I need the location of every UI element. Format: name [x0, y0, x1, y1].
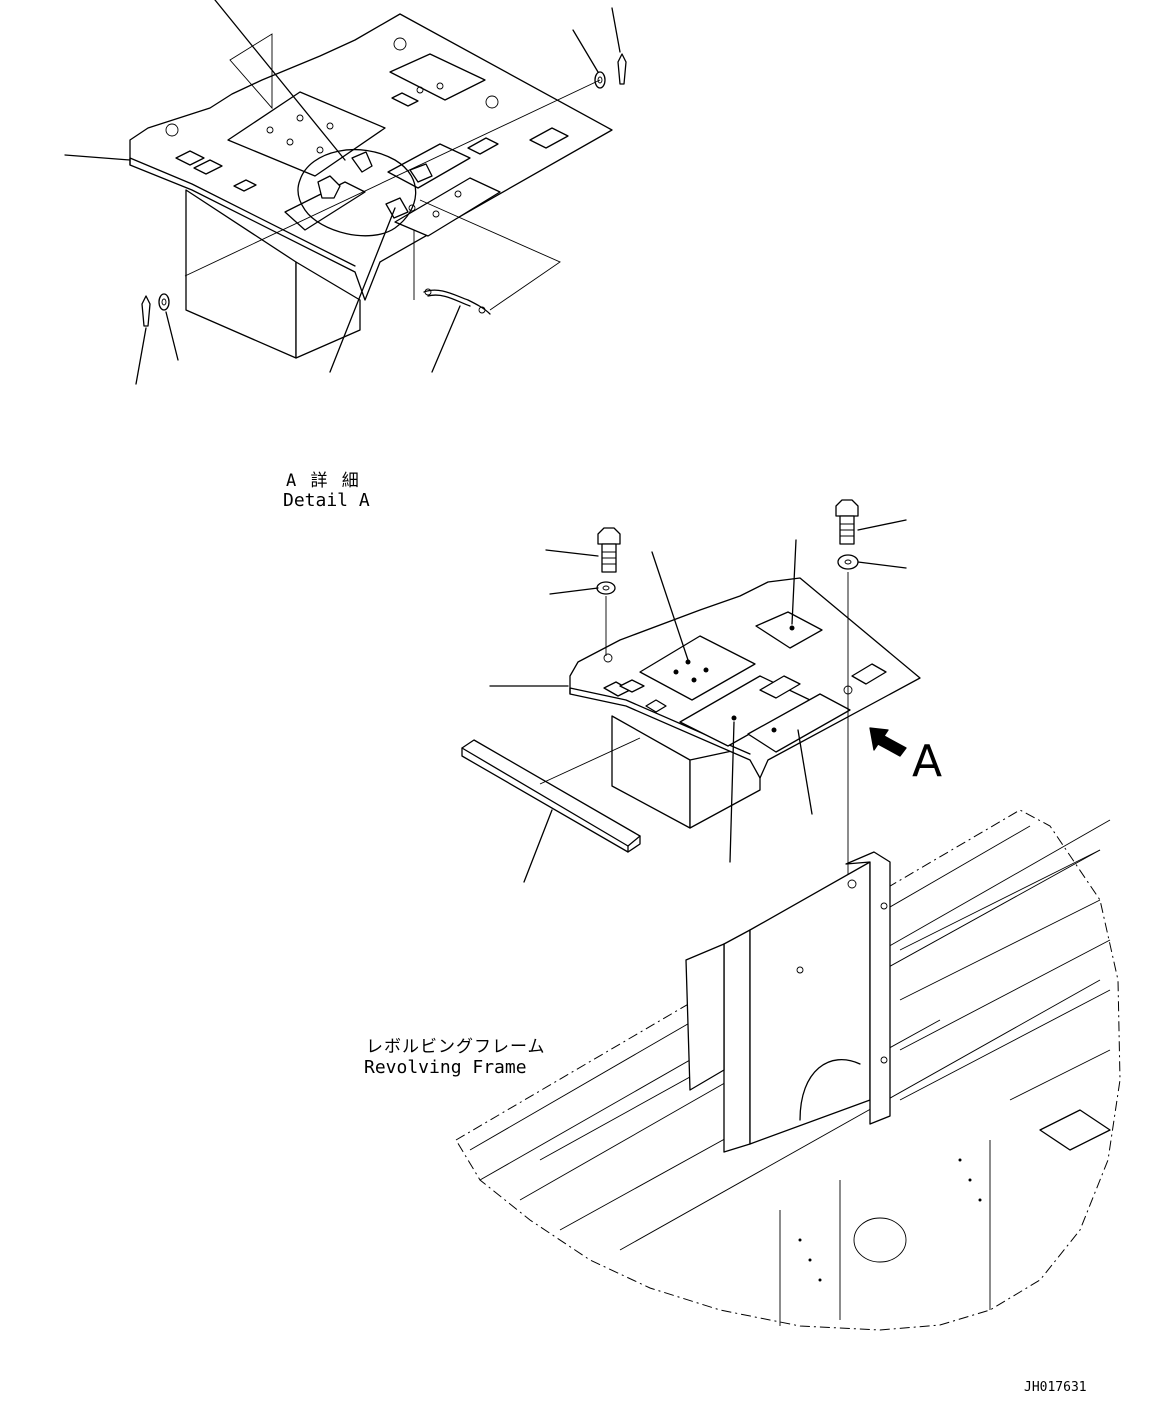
- view-marker-a: A: [912, 736, 943, 787]
- detail-a-title-en: Detail A: [283, 490, 370, 511]
- detail-a-title-jp: A 詳 細: [286, 471, 361, 491]
- main-floor-assembly: [461, 499, 921, 883]
- drawing-id: JH017631: [1024, 1380, 1087, 1395]
- frame-label-jp: レボルビングフレーム: [366, 1037, 546, 1057]
- revolving-frame: [455, 809, 1121, 1331]
- detail-a-floor-assembly: [64, 0, 627, 385]
- frame-label-en: Revolving Frame: [364, 1057, 527, 1078]
